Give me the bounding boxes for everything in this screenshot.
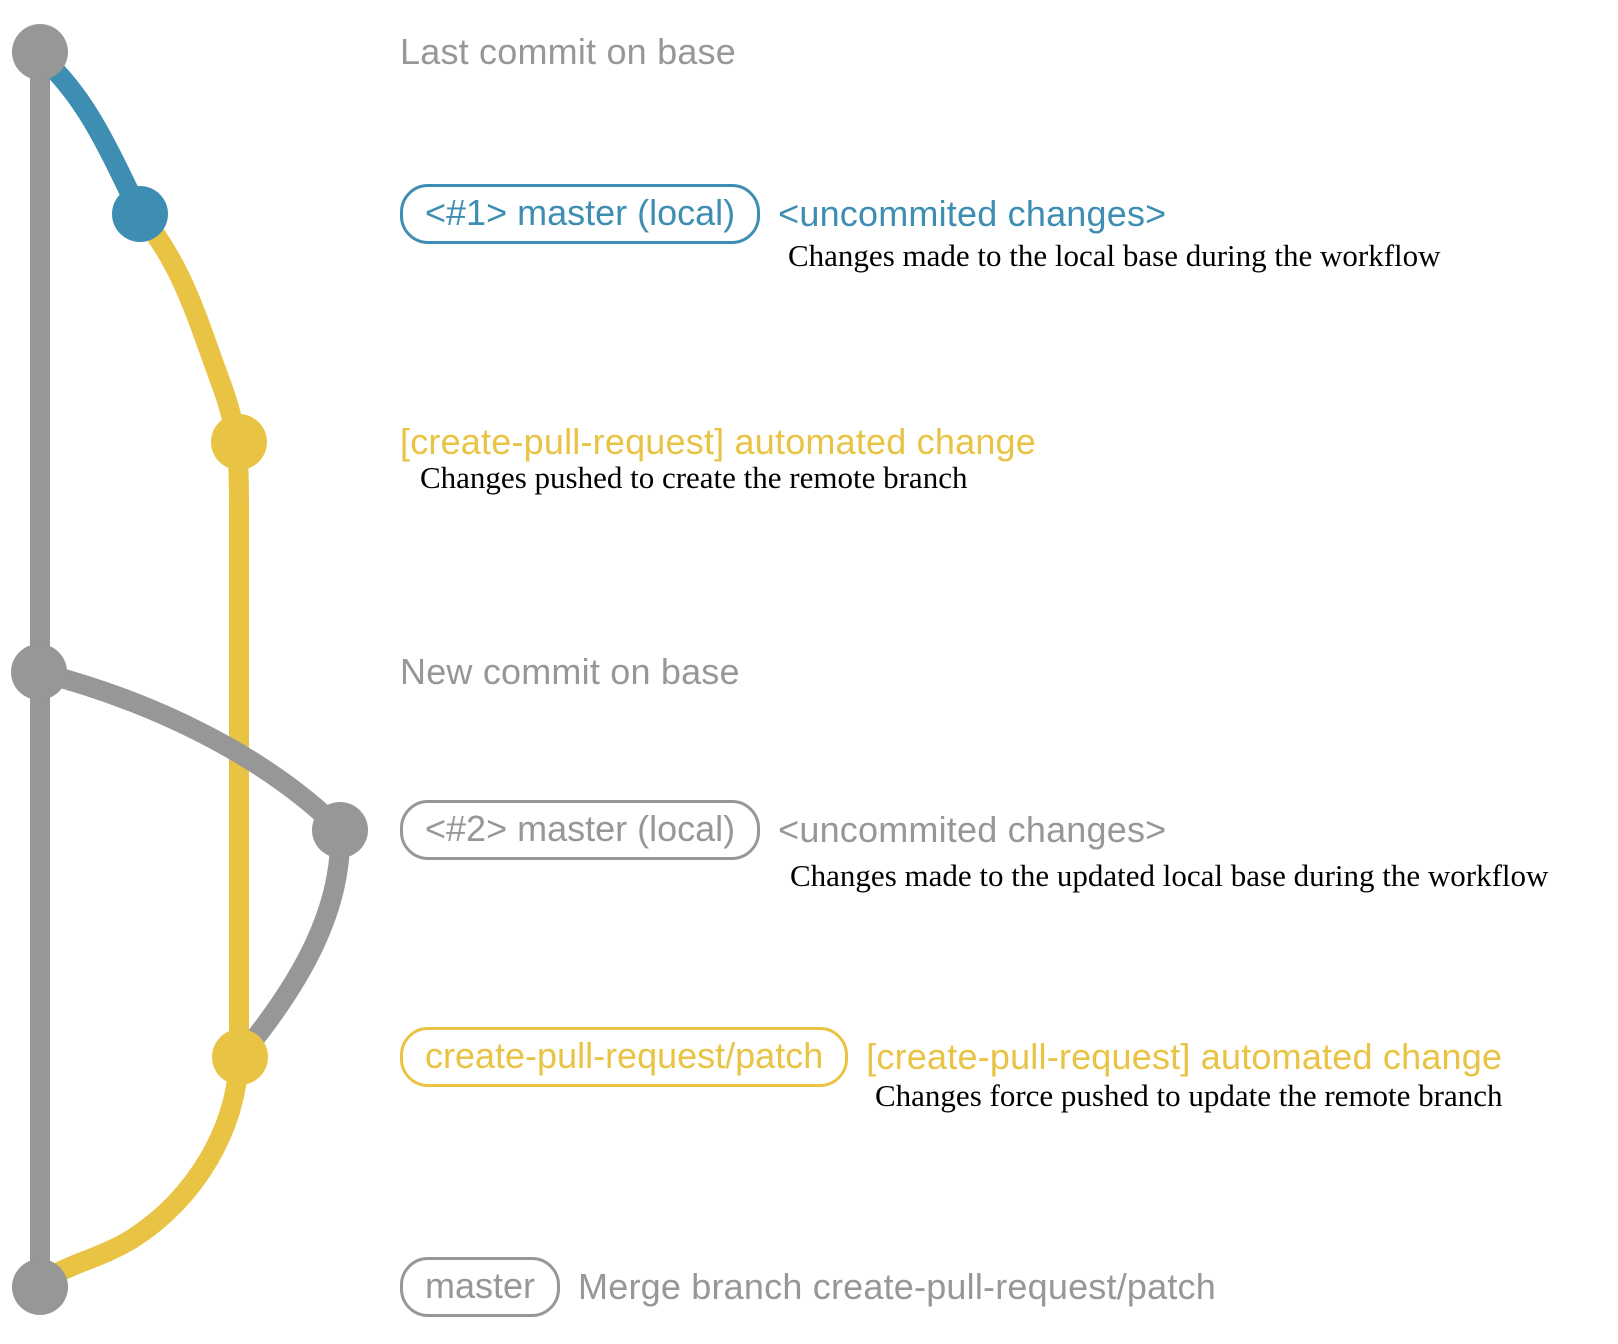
commit-dot-last-base [12, 24, 68, 80]
commit-dot-new-base [11, 644, 67, 700]
local-master-2-branch-line [36, 662, 351, 1064]
commit-message: [create-pull-request] automated change [866, 1036, 1503, 1077]
local-master-branch-line [33, 47, 150, 219]
commit-dot-local-2 [312, 802, 368, 858]
branch-badge-master-local-2: <#2> master (local) [400, 799, 761, 861]
commit-row-patch-1: [create-pull-request] automated change [400, 410, 1036, 474]
commit-message: Merge branch create-pull-request/patch [578, 1266, 1216, 1307]
commit-note: Changes force pushed to update the remot… [875, 1078, 1503, 1113]
commit-row-last-base: Last commit on base [400, 20, 736, 84]
commit-row-local-2: <#2> master (local) <uncommited changes> [400, 798, 1166, 862]
commit-dot-local-1 [112, 186, 168, 242]
commit-message: New commit on base [400, 651, 740, 692]
patch-branch-line [32, 207, 249, 1294]
commit-row-merge: master Merge branch create-pull-request/… [400, 1255, 1216, 1319]
commit-note: Changes made to the local base during th… [788, 238, 1441, 273]
commit-message: [create-pull-request] automated change [400, 421, 1036, 462]
commit-note: Changes made to the updated local base d… [790, 858, 1549, 893]
commit-message: <uncommited changes> [778, 193, 1167, 234]
commit-row-new-base: New commit on base [400, 640, 740, 704]
commit-row-patch-2: create-pull-request/patch [create-pull-r… [400, 1025, 1502, 1089]
commit-message: <uncommited changes> [778, 809, 1167, 850]
branch-badge-master-local-1: <#1> master (local) [400, 183, 761, 245]
commit-note: Changes pushed to create the remote bran… [420, 460, 968, 495]
commit-row-local-1: <#1> master (local) <uncommited changes> [400, 182, 1166, 246]
commit-message: Last commit on base [400, 31, 736, 72]
branch-badge-master: master [400, 1256, 561, 1318]
commit-dot-patch-2 [212, 1029, 268, 1085]
commit-dot-merge [12, 1259, 68, 1315]
branch-badge-patch: create-pull-request/patch [400, 1026, 849, 1088]
commit-dot-patch-1 [211, 414, 267, 470]
